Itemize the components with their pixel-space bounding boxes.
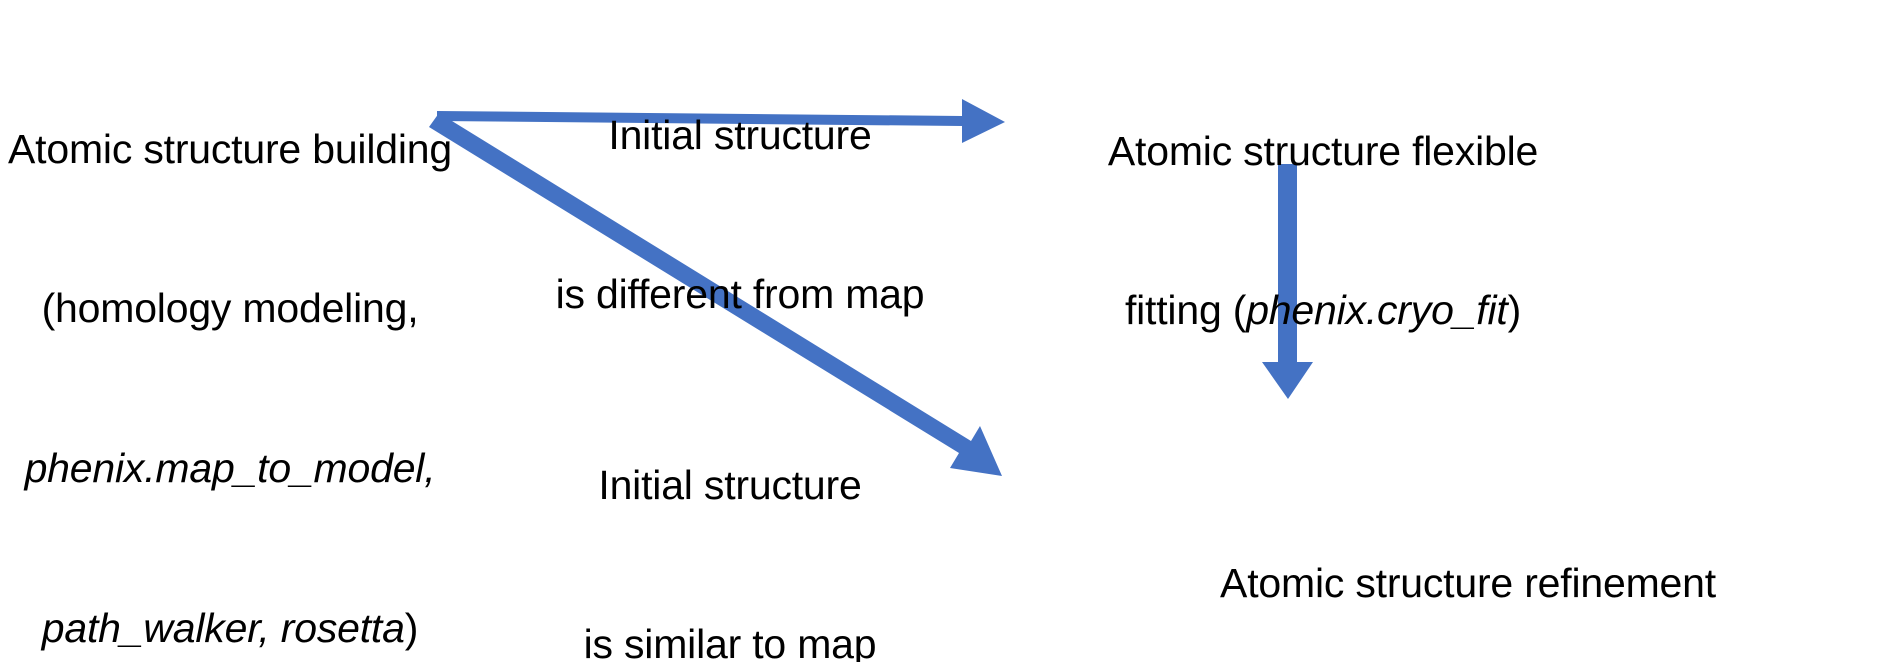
node-fitting-line-2-prefix: fitting ( <box>1124 287 1247 334</box>
node-building-line-3: phenix.map_to_model, <box>24 445 436 492</box>
node-building-line-4-italic: path_walker, rosetta <box>41 605 405 652</box>
node-atomic-structure-refinement: Atomic structure refinement (phenix.real… <box>1052 450 1884 662</box>
edge-label-similar-line-1: Initial structure <box>598 461 862 508</box>
node-building-line-2: (homology modeling, <box>41 285 419 332</box>
edge-label-is-different-from-map: Initial structure is different from map <box>540 2 940 428</box>
node-fitting-line-2-tail: ) <box>1507 287 1522 334</box>
node-fitting-line-1: Atomic structure flexible <box>1107 127 1539 174</box>
node-atomic-structure-building: Atomic structure building (homology mode… <box>0 16 460 662</box>
node-fitting-line-2-italic: phenix.cryo_fit <box>1246 287 1508 334</box>
node-building-line-4: path_walker, rosetta) <box>0 602 460 655</box>
node-building-line-1: Atomic structure building <box>8 125 452 172</box>
node-atomic-structure-flexible-fitting: Atomic structure flexible fitting (pheni… <box>1078 18 1568 444</box>
node-fitting-line-2: fitting (phenix.cryo_fit) <box>1078 284 1568 337</box>
edge-label-different-line-1: Initial structure <box>608 111 872 158</box>
edge-label-different-line-2: is different from map <box>555 271 925 318</box>
node-building-line-4-tail: ) <box>404 605 419 652</box>
edge-label-similar-line-2: is similar to map <box>583 621 877 662</box>
node-refinement-line-1: Atomic structure refinement <box>1220 559 1716 606</box>
edge-label-is-similar-to-map: Initial structure is similar to map <box>540 352 920 662</box>
